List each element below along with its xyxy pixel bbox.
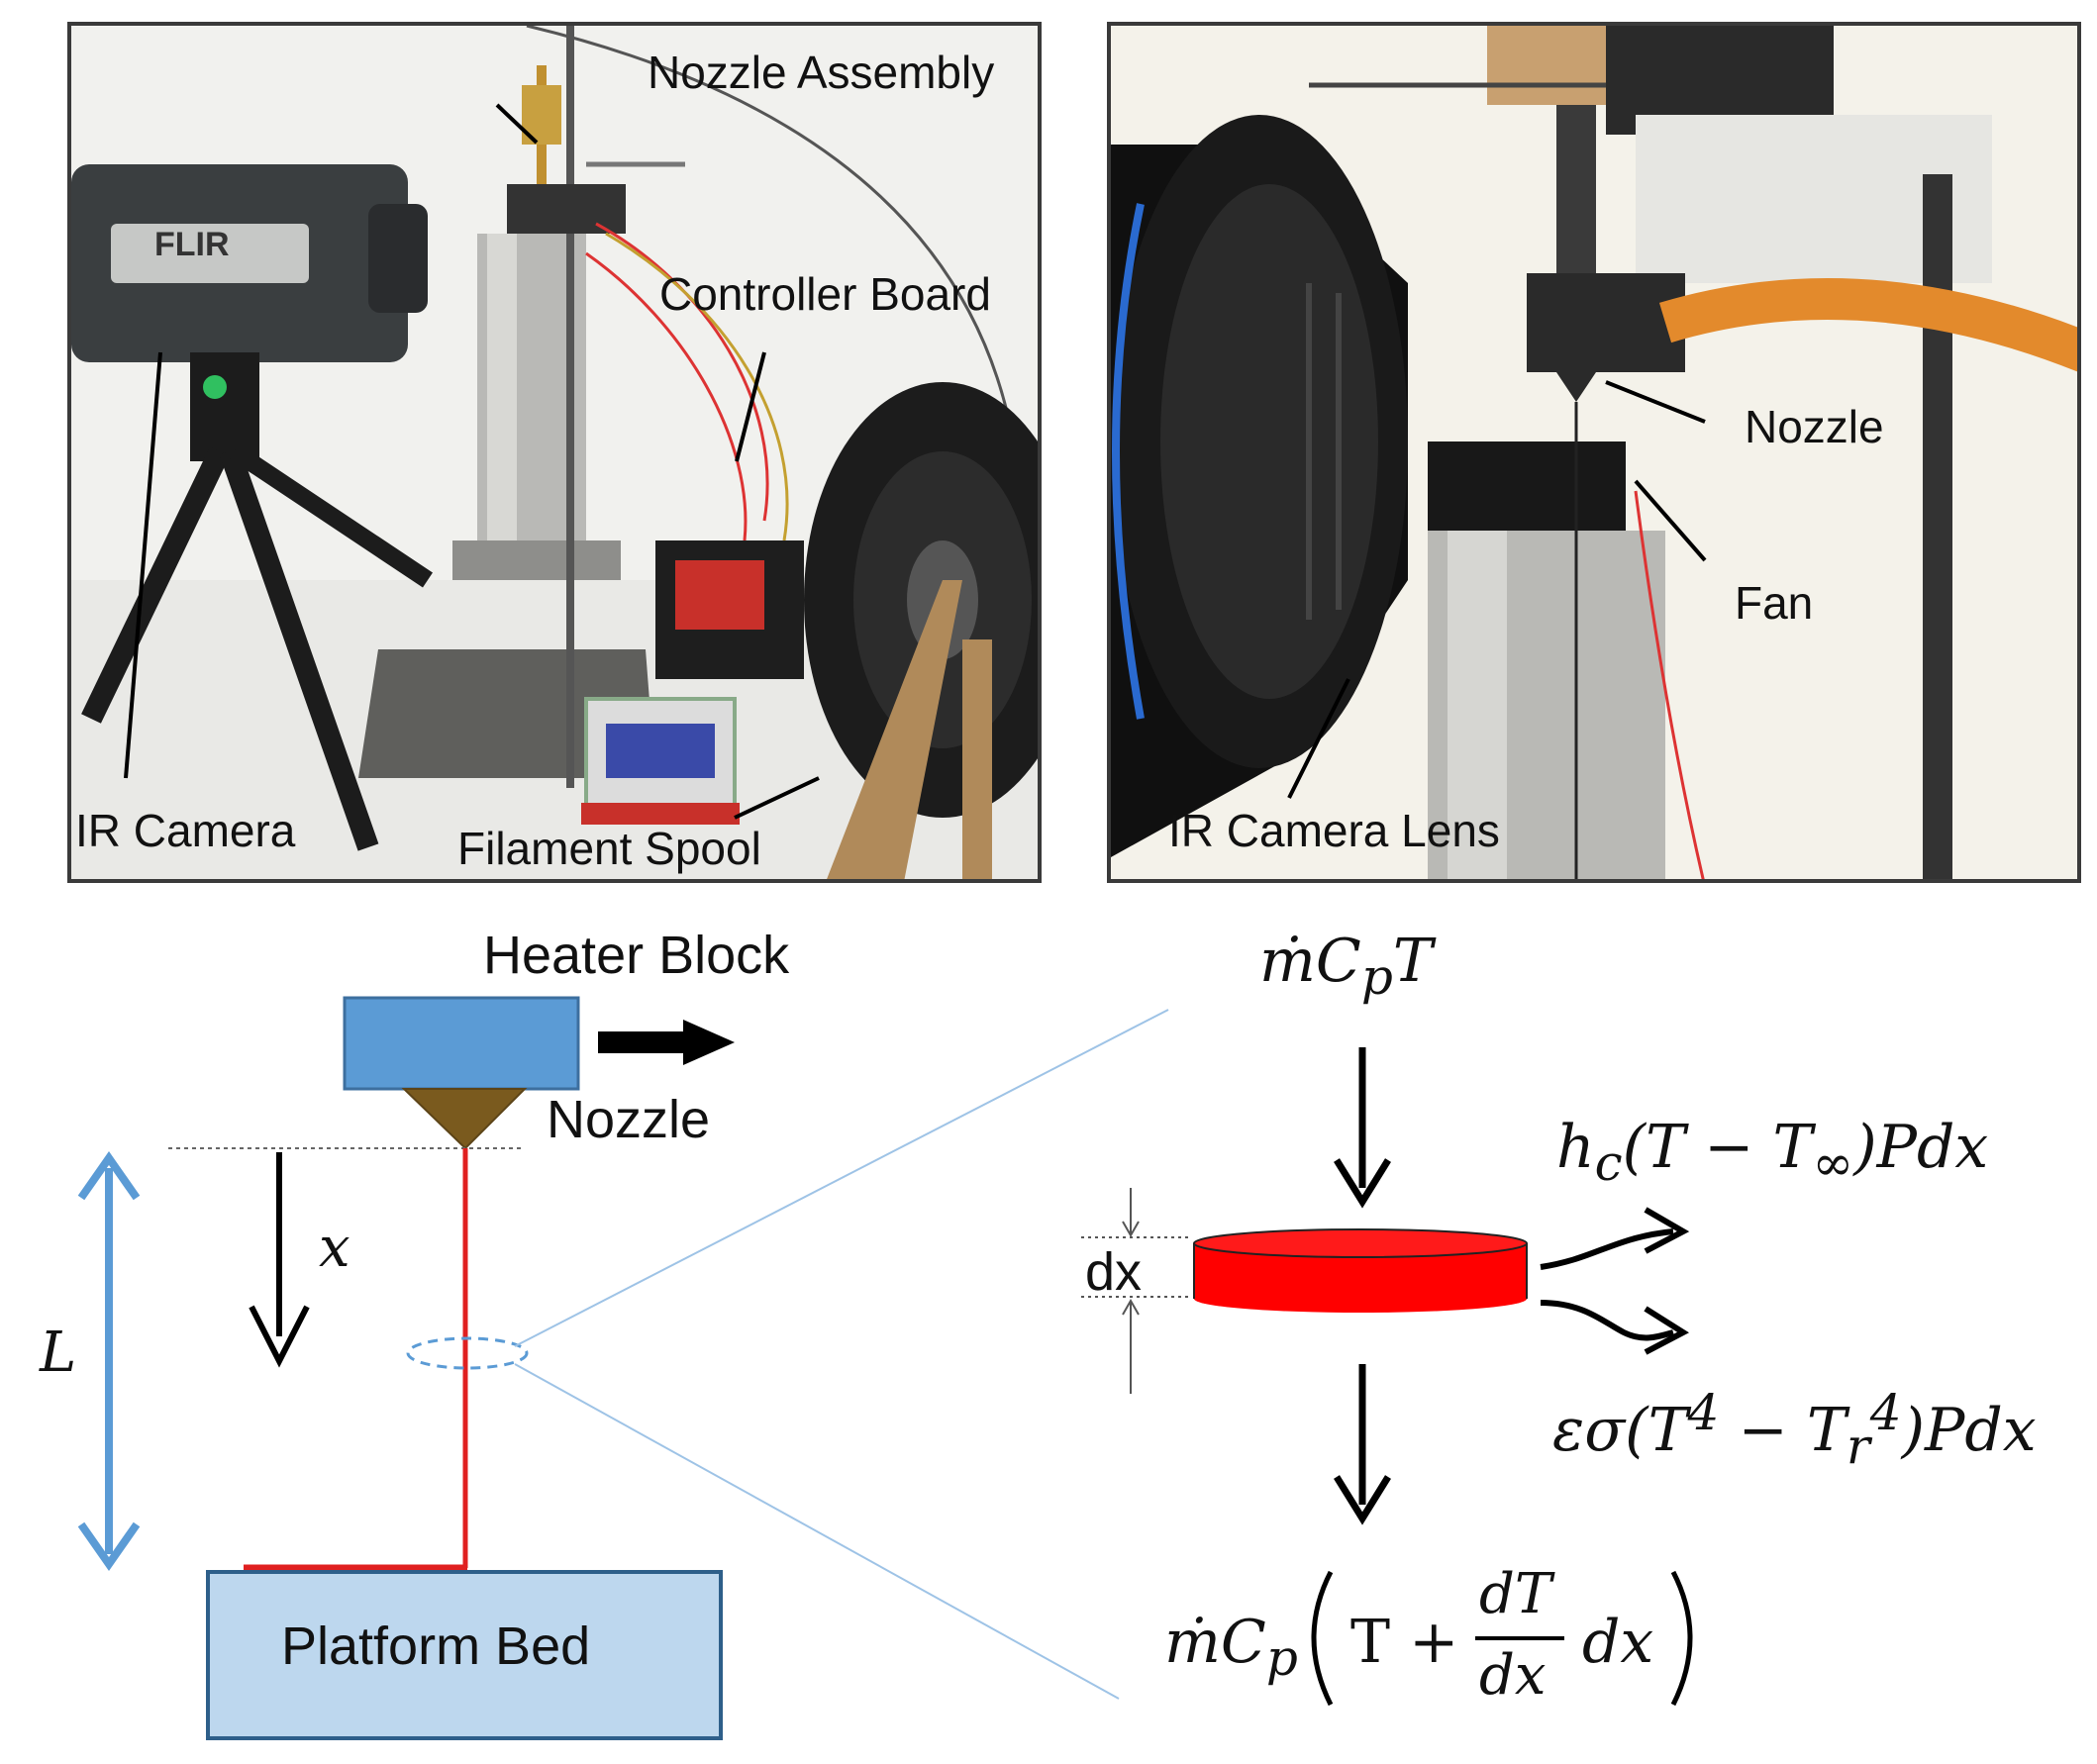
outflow-prefix: ṁCp [1164, 1608, 1298, 1687]
outflow-dx: dx [1582, 1608, 1654, 1677]
x-direction-arrow [249, 1152, 310, 1368]
outflow-dT: dT [1479, 1562, 1552, 1626]
left-paren [1311, 1570, 1334, 1707]
motion-arrow-icon [598, 1020, 735, 1065]
setup-photo-illustration [71, 26, 1038, 879]
heater-block [343, 996, 580, 1091]
nozzle-label: Nozzle [547, 1090, 711, 1149]
controller-board-label: Controller Board [659, 268, 991, 320]
nozzle-photo-label: Nozzle [1745, 401, 1884, 452]
x-variable-label: x [319, 1216, 350, 1280]
control-volume-ellipse [406, 1336, 529, 1370]
photo-setup-panel: FLIR Nozzle Assembly Controller Board IR… [67, 22, 1042, 883]
outflow-arrow [1334, 1364, 1391, 1525]
nozzle-shape [401, 1088, 528, 1150]
nozzle-assembly-label: Nozzle Assembly [648, 47, 995, 98]
zoom-line-top [514, 1009, 1169, 1347]
outflow-dx-denominator: dx [1479, 1643, 1547, 1708]
dx-markers [1081, 1188, 1192, 1394]
filament-spool-label: Filament Spool [457, 823, 761, 874]
platform-bed-label: Platform Bed [281, 1617, 591, 1676]
length-variable-label: L [40, 1321, 77, 1385]
outflow-T: T + [1350, 1608, 1459, 1677]
fan-label: Fan [1735, 577, 1814, 629]
inflow-arrow [1334, 1047, 1391, 1209]
radiation-arrow [1540, 1300, 1689, 1355]
platform-bed [206, 1570, 723, 1740]
camera-brand-label: FLIR [154, 226, 230, 263]
dx-thickness-label: dx [1085, 1242, 1143, 1302]
heater-block-label: Heater Block [483, 926, 790, 985]
closeup-photo-illustration [1111, 26, 2077, 879]
differential-element [1193, 1228, 1528, 1313]
inflow-expression: ṁCpT [1259, 927, 1433, 1006]
convection-arrow [1540, 1207, 1690, 1270]
length-double-arrow [77, 1151, 141, 1571]
ir-camera-lens-label: IR Camera Lens [1168, 805, 1500, 856]
photo-closeup-panel: Nozzle Fan IR Camera Lens [1107, 22, 2081, 883]
ir-camera-label: IR Camera [75, 805, 296, 856]
zoom-line-bottom [514, 1363, 1120, 1700]
radiation-expression: εσ(T4 − Tr4)Pdx [1552, 1384, 2037, 1475]
convection-expression: hc(T − T∞)Pdx [1556, 1113, 1989, 1192]
right-paren [1670, 1570, 1693, 1707]
